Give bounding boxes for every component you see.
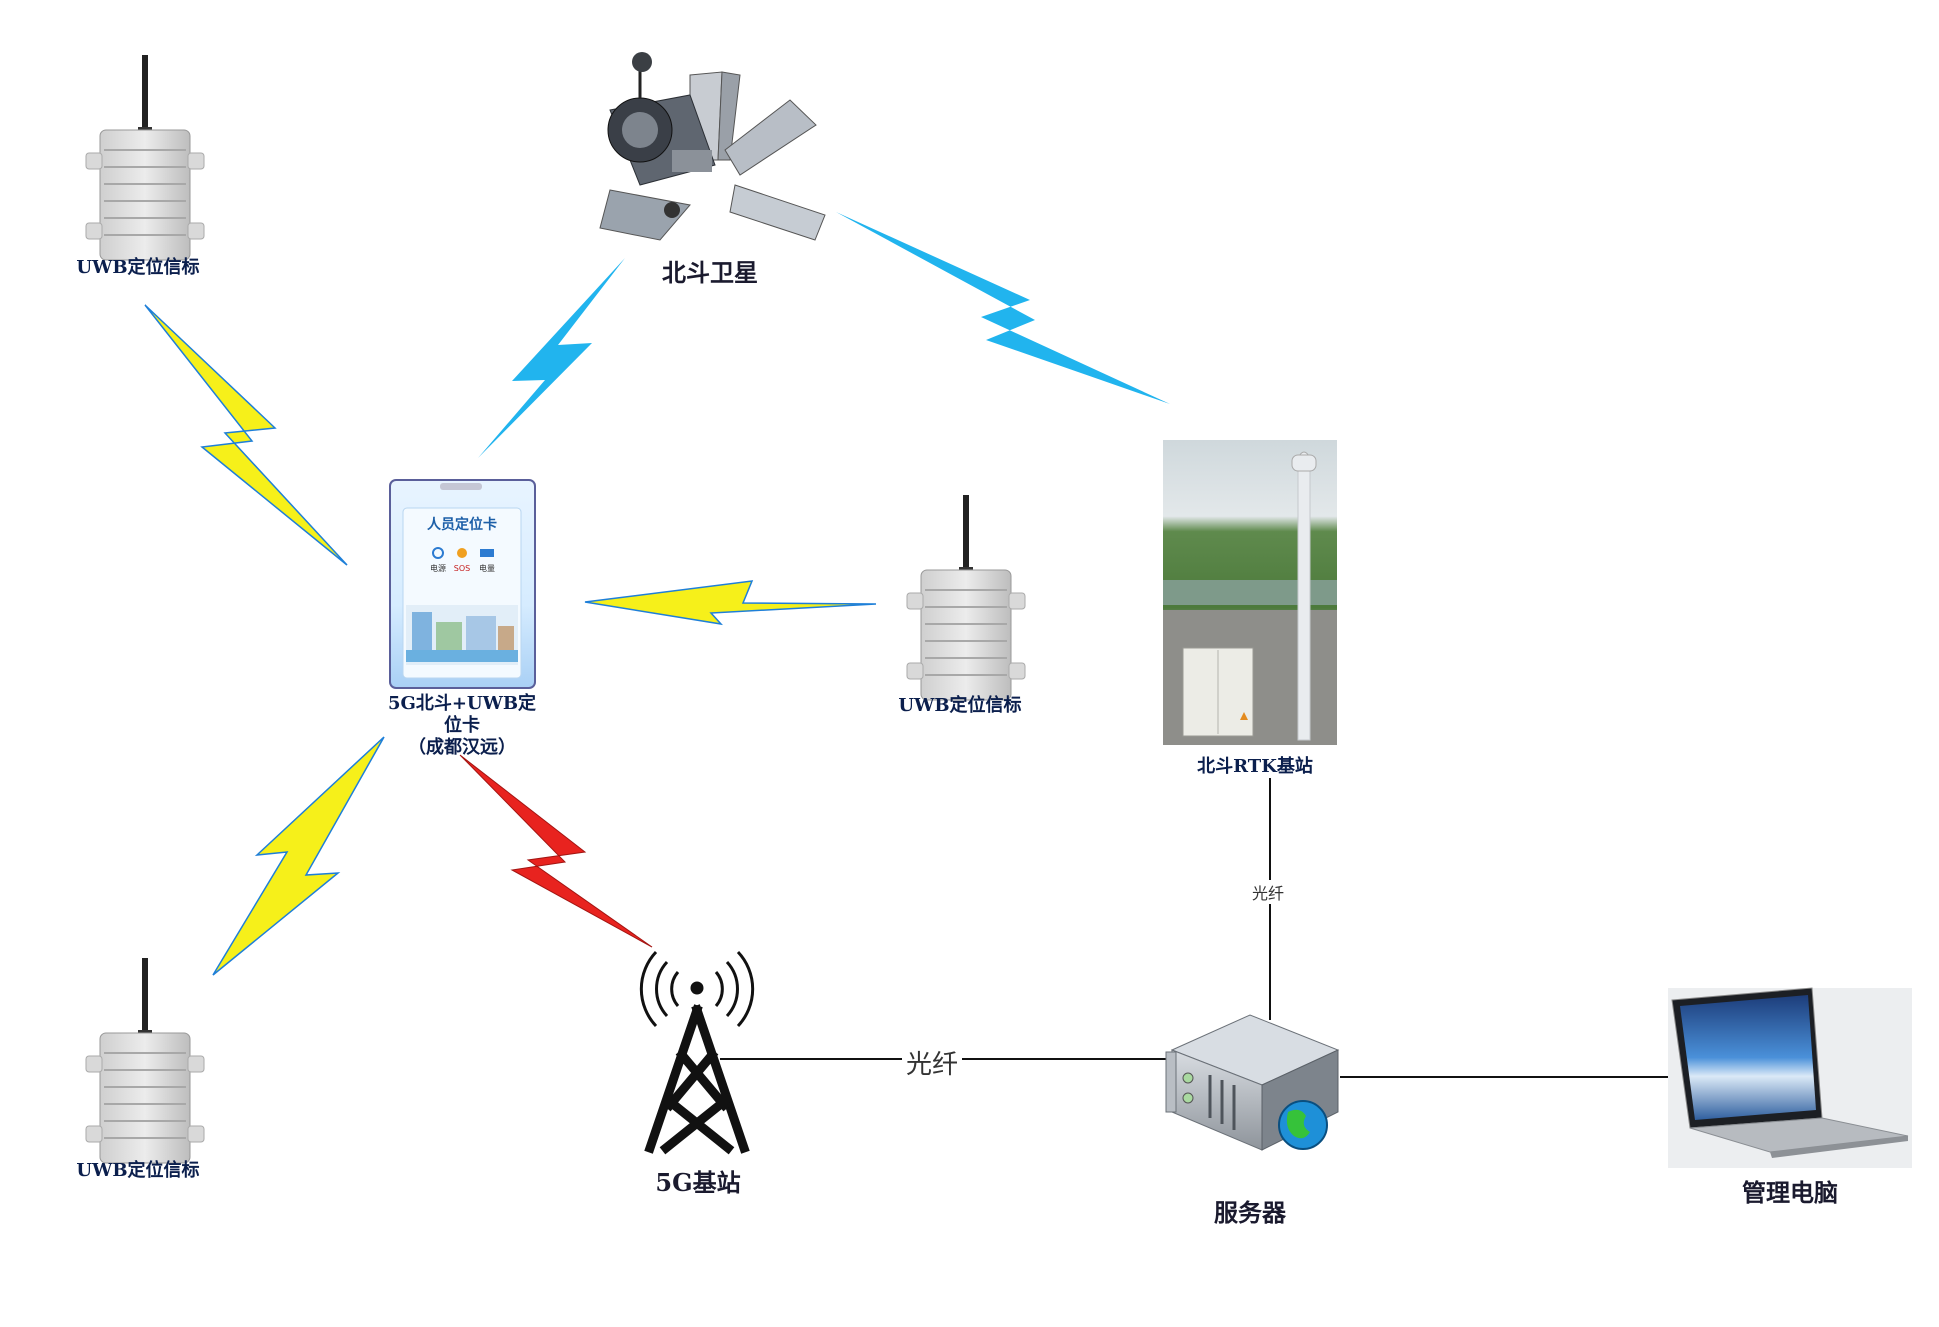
uwb-beacon-top-left <box>85 55 205 261</box>
wireless-links <box>144 212 1170 976</box>
uwb-beacon-bottom-left <box>85 958 205 1164</box>
wired-links <box>720 778 1670 1078</box>
satellite-link-rtk <box>836 212 1170 404</box>
label-beacon-mid-right: UWB定位信标 <box>898 695 1022 716</box>
card-icon-label-power: 电源 <box>430 563 446 573</box>
edge-label-fiber-5g-server: 光纤 <box>902 1044 963 1081</box>
uwb-link-card-bottomleft <box>212 736 385 976</box>
label-satellite: 北斗卫星 <box>662 258 758 287</box>
card-icon-label-battery: 电量 <box>479 563 495 573</box>
label-card: 5G北斗+UWB定 位卡 （成都汉远） <box>382 693 542 759</box>
power-icon <box>432 547 444 559</box>
satellite-link-card <box>478 258 625 458</box>
laptop-icon <box>1668 987 1912 1168</box>
card-screen-title: 人员定位卡 <box>427 516 497 533</box>
edge-label-fiber-rtk-server: 光纤 <box>1249 880 1288 904</box>
uwb-beacon-mid-right <box>906 495 1026 701</box>
satellite-icon <box>599 52 826 241</box>
5g-link-card-tower <box>459 754 653 948</box>
label-management-pc: 管理电脑 <box>1742 1178 1838 1207</box>
label-beacon-bottom-left: UWB定位信标 <box>76 1160 200 1181</box>
uwb-link-topleft-card <box>144 304 348 566</box>
card-icon-label-sos: SOS <box>454 564 470 573</box>
label-5g-tower: 5G基站 <box>655 1168 741 1197</box>
label-card-line2: 位卡 <box>444 715 480 736</box>
label-card-line3: （成都汉远） <box>408 737 516 758</box>
label-beacon-top-left: UWB定位信标 <box>76 257 200 278</box>
label-server: 服务器 <box>1214 1198 1286 1227</box>
uwb-link-card-midright <box>584 580 877 626</box>
label-rtk-station: 北斗RTK基站 <box>1197 756 1313 777</box>
sos-icon <box>457 548 467 558</box>
server-icon <box>1165 1014 1340 1151</box>
positioning-card: 人员定位卡 电源 SOS 电量 <box>389 479 536 689</box>
tower-5g-icon <box>639 950 755 1155</box>
battery-icon <box>480 549 494 557</box>
rtk-station-photo <box>1163 440 1337 745</box>
label-card-line1: 5G北斗+UWB定 <box>387 693 537 714</box>
